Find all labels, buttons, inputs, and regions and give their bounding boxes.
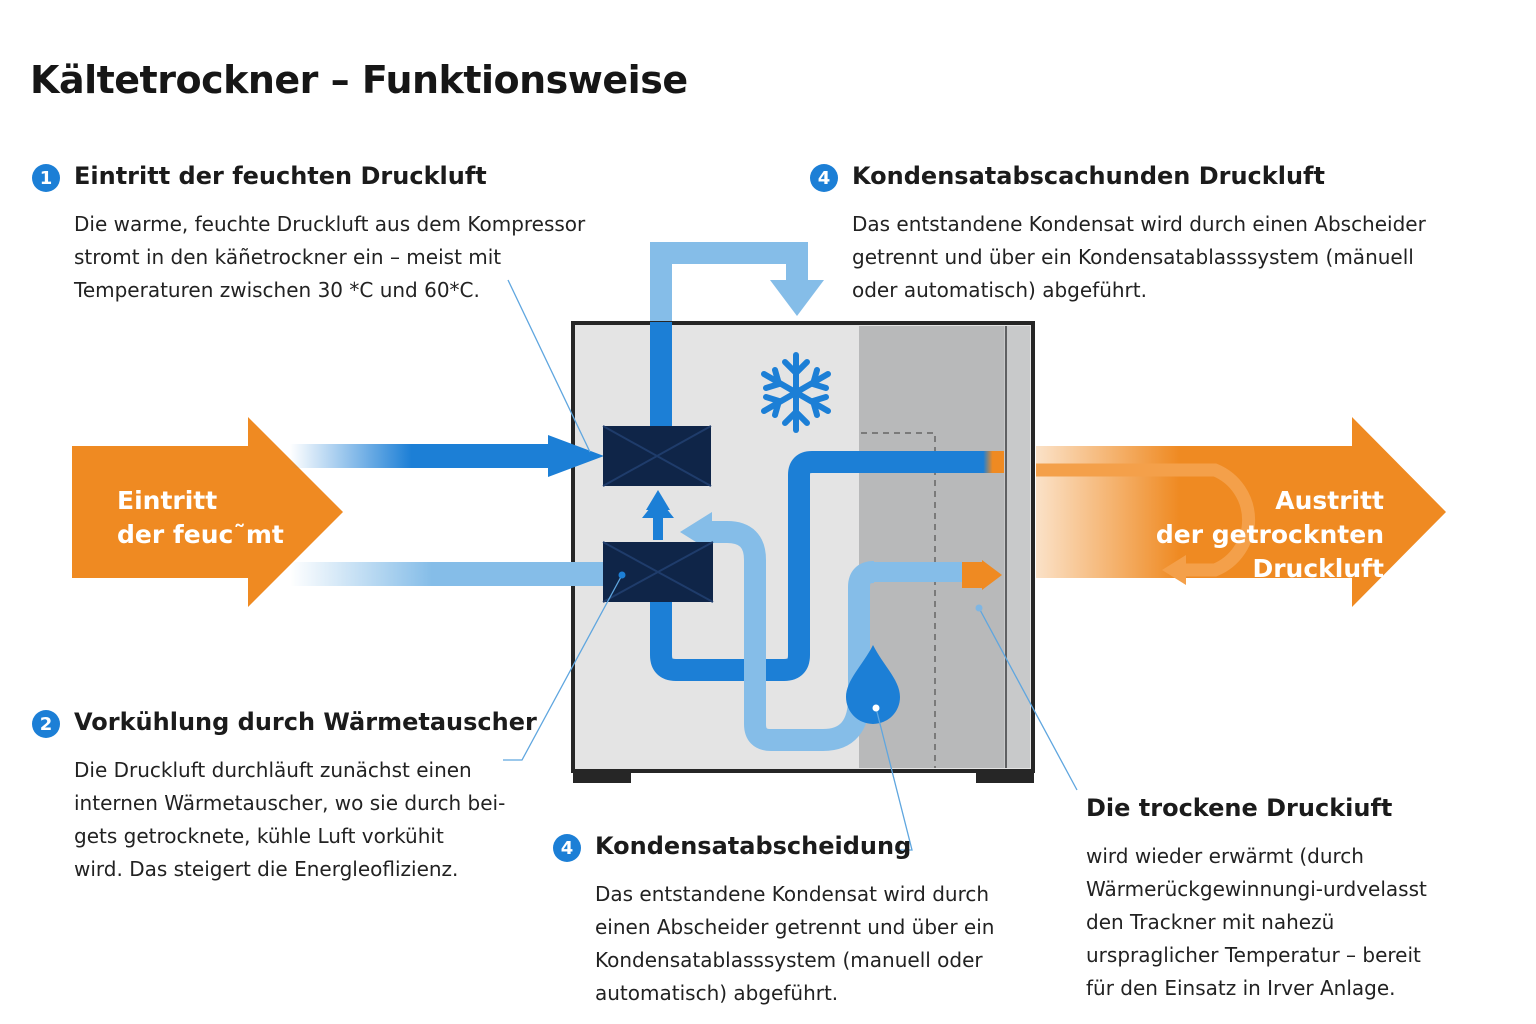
section-heading: Kondensatabscachunden Druckluft bbox=[852, 162, 1325, 190]
step-badge: 4 bbox=[553, 834, 581, 862]
section-text: Die Druckluft durchläuft zunächst einen … bbox=[74, 758, 506, 881]
leader-precool bbox=[503, 574, 623, 761]
section-condensate-top: 4 Kondensatabscachunden Druckluft Das en… bbox=[810, 160, 1510, 307]
step-badge: 4 bbox=[810, 164, 838, 192]
snowflake-icon bbox=[761, 352, 831, 433]
precool-loop bbox=[710, 521, 875, 751]
section-heading: Eintritt der feuchten Druckluft bbox=[74, 162, 487, 190]
inlet-arrow bbox=[72, 417, 343, 607]
section-heading: Die trockene Druckiuft bbox=[1086, 794, 1393, 822]
heat-exchanger-bottom bbox=[602, 541, 714, 603]
condenser-strip bbox=[1004, 326, 1030, 768]
page-title: Kältetrockner – Funktionsweise bbox=[30, 58, 688, 102]
outlet-return-loop bbox=[1036, 463, 1256, 577]
dryer-foot-right bbox=[976, 771, 1034, 783]
heat-exchanger-top bbox=[602, 425, 712, 487]
section-heading: Vorkühlung durch Wärmetauscher bbox=[74, 708, 537, 736]
section-condensate-bottom: 4 Kondensatabscheidung Das entstandene K… bbox=[553, 830, 1053, 1010]
section-dry: Die trockene Druckiuft wird wieder erwär… bbox=[1086, 792, 1516, 1005]
step-badge: 1 bbox=[32, 164, 60, 192]
top-pipe-arrowhead bbox=[770, 280, 824, 316]
outlet-arrow-label: Austritt der getrocknten Druckluft bbox=[1155, 486, 1384, 583]
section-entry: 1 Eintritt der feuchten Druckluft Die wa… bbox=[32, 160, 632, 307]
water-drop-icon bbox=[846, 645, 900, 724]
outlet-return-head bbox=[1162, 555, 1186, 585]
cold-loop bbox=[650, 451, 960, 681]
section-heading: Kondensatabscheidung bbox=[595, 832, 912, 860]
leader-entry bbox=[507, 279, 591, 453]
section-text: wird wieder erwärmt (durch Wärmerückgewi… bbox=[1086, 844, 1427, 1000]
top-pipe bbox=[650, 242, 808, 322]
section-text: Das entstandene Kondensat wird durch ein… bbox=[852, 212, 1426, 302]
outlet-small-arrow bbox=[962, 560, 1002, 590]
dryer-foot-left bbox=[573, 771, 631, 783]
leader-dry bbox=[978, 607, 1078, 791]
leader-condensate bbox=[875, 707, 913, 851]
inlet-arrow-label: Eintritt der feuc˜mt bbox=[117, 486, 284, 549]
return-stream bbox=[290, 562, 605, 586]
section-text: Die warme, feuchte Druckluft aus dem Kom… bbox=[74, 212, 586, 302]
step-badge: 2 bbox=[32, 710, 60, 738]
section-text: Das entstandene Kondensat wird durch ein… bbox=[595, 882, 995, 1005]
section-precool: 2 Vorkühlung durch Wärmetauscher Die Dru… bbox=[32, 706, 552, 886]
inlet-stream bbox=[290, 444, 560, 468]
